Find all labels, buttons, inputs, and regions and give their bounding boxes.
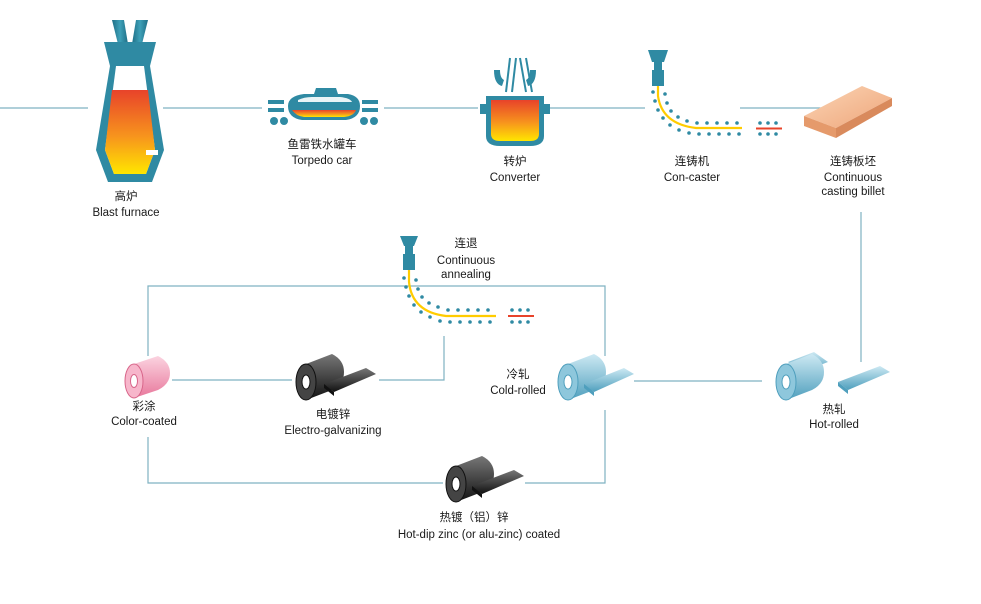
connector-annealing-to-colorcoated: [147, 285, 398, 356]
con-caster-cn: 连铸机: [675, 154, 710, 168]
connector-annealing-to-electrogalv: [379, 336, 445, 381]
converter-cn: 转炉: [504, 154, 527, 168]
torpedo-car-en: Torpedo car: [292, 155, 353, 167]
color-coated-en: Color-coated: [111, 416, 177, 428]
con-caster-en: Con-caster: [664, 172, 720, 184]
annealing-en-line1: Continuous: [437, 255, 495, 267]
hot-dip-coil-icon: [445, 456, 524, 503]
billet-slab-icon: [804, 86, 892, 138]
annealing-en-line2: annealing: [441, 269, 491, 281]
connector-coldrolled-to-annealing: [398, 285, 606, 356]
hot-rolled-cn: 热轧: [823, 402, 846, 416]
hot-dip-en: Hot-dip zinc (or alu-zinc) coated: [398, 529, 560, 541]
hot-rolled-coil-icon: [775, 352, 890, 401]
torpedo-car-cn: 鱼雷铁水罐车: [288, 137, 357, 151]
electro-galv-cn: 电镀锌: [316, 407, 351, 421]
cold-rolled-cn: 冷轧: [507, 367, 530, 381]
color-coated-coil-icon: [124, 356, 170, 399]
cold-rolled-coil-icon: [557, 354, 634, 401]
blast-furnace-en: Blast furnace: [92, 207, 159, 219]
billet-en-line2: casting billet: [821, 186, 885, 198]
hot-rolled-en: Hot-rolled: [809, 419, 859, 431]
torpedo-car-icon: [268, 88, 378, 125]
caster-icon: [648, 50, 782, 136]
flow-connectors: [0, 107, 862, 484]
electro-galv-en: Electro-galvanizing: [284, 425, 381, 437]
blast-furnace-icon: [96, 20, 164, 182]
annealing-cn: 连退: [455, 236, 478, 250]
annealing-line-icon: [400, 236, 534, 324]
connector-colorcoated-to-hotdip: [147, 437, 443, 484]
converter-en: Converter: [490, 172, 541, 184]
converter-icon: [480, 57, 550, 146]
connector-coldrolled-to-hotdip: [525, 410, 606, 484]
electro-galvanized-coil-icon: [295, 354, 376, 401]
cold-rolled-en: Cold-rolled: [490, 385, 546, 397]
color-coated-cn: 彩涂: [133, 399, 156, 413]
blast-furnace-cn: 高炉: [115, 189, 138, 203]
billet-en-line1: Continuous: [824, 172, 882, 184]
billet-cn: 连铸板坯: [830, 154, 876, 168]
hot-dip-cn: 热镀（铝）锌: [440, 510, 509, 524]
